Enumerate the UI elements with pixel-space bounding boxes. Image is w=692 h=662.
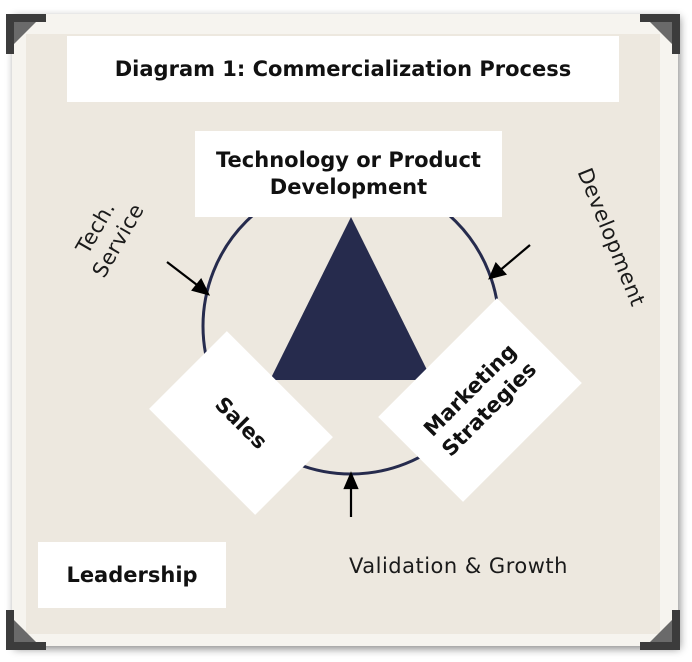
development-arrow-shaft: [497, 244, 531, 273]
tech-service-arrow-head: [191, 277, 211, 296]
tech-service-arrow-shaft: [166, 261, 202, 289]
leadership-box: Leadership: [38, 542, 226, 608]
development-arrow-head: [488, 261, 508, 280]
frame-corner-bottom-left: [6, 610, 46, 650]
frame-corner-bottom-right: [640, 610, 680, 650]
diagram-title: Diagram 1: Commercialization Process: [67, 36, 619, 102]
validation-arrow-head: [343, 471, 359, 490]
frame-corner-top-right: [640, 14, 680, 54]
frame-corner-top-left: [6, 14, 46, 54]
technology-development-box: Technology or Product Development: [195, 131, 502, 217]
center-triangle: [270, 217, 432, 380]
validation-growth-label: Validation & Growth: [349, 554, 568, 578]
